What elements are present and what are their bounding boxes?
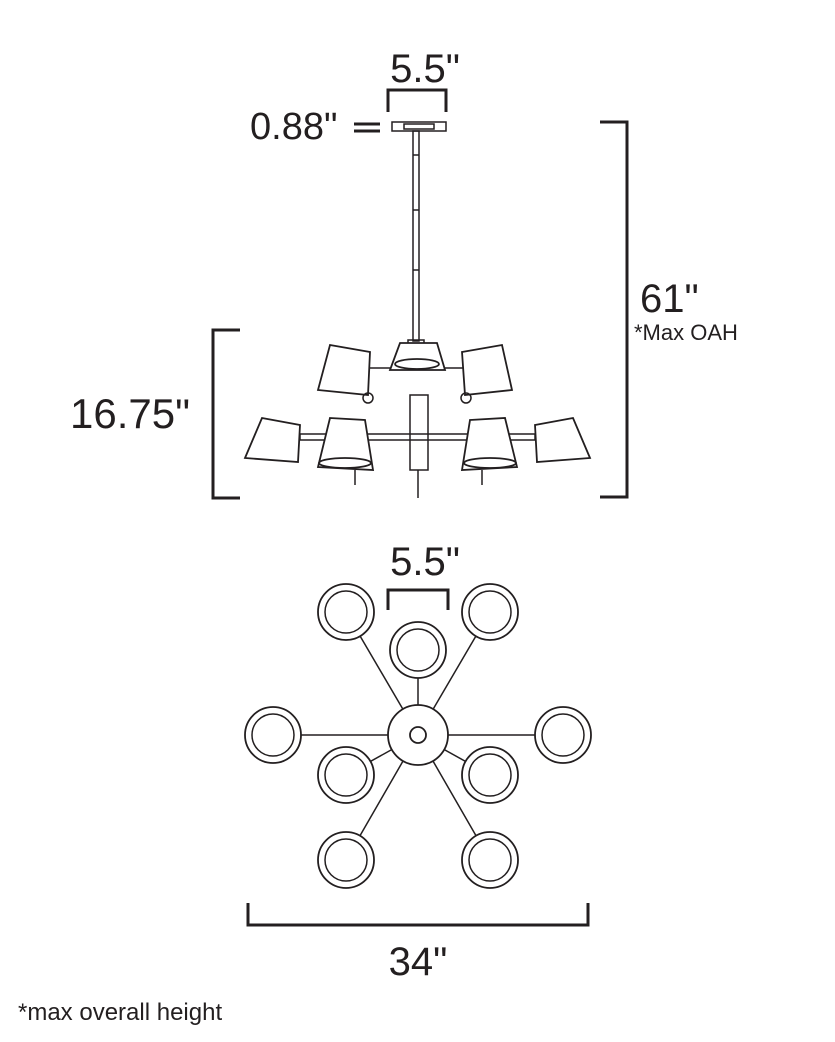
downrod xyxy=(412,130,420,342)
overall-height-bracket xyxy=(600,120,629,499)
overall-width-label: 34" xyxy=(389,940,448,984)
spacing-bracket xyxy=(386,588,450,610)
overall-height-note: *Max OAH xyxy=(634,320,738,345)
body-height-label: 16.75" xyxy=(70,390,190,437)
shade-rings xyxy=(244,583,592,889)
side-elevation: 5.5" 0.88" 61" *Max OAH 16.75" xyxy=(70,47,738,500)
center-column xyxy=(409,394,429,471)
footnote: *max overall height xyxy=(18,999,222,1026)
canopy-height-marker xyxy=(354,122,380,133)
upper-shades xyxy=(316,342,514,404)
lower-shades xyxy=(243,416,592,485)
plan-view: 5.5" 34" xyxy=(244,540,592,984)
body-height-bracket xyxy=(211,328,240,500)
spacing-label: 5.5" xyxy=(390,540,460,584)
overall-height-label: 61" xyxy=(640,277,699,321)
overall-width-bracket xyxy=(246,903,590,927)
canopy-height-label: 0.88" xyxy=(250,106,337,148)
canopy-width-bracket xyxy=(386,88,448,112)
canopy-width-label: 5.5" xyxy=(390,47,460,91)
